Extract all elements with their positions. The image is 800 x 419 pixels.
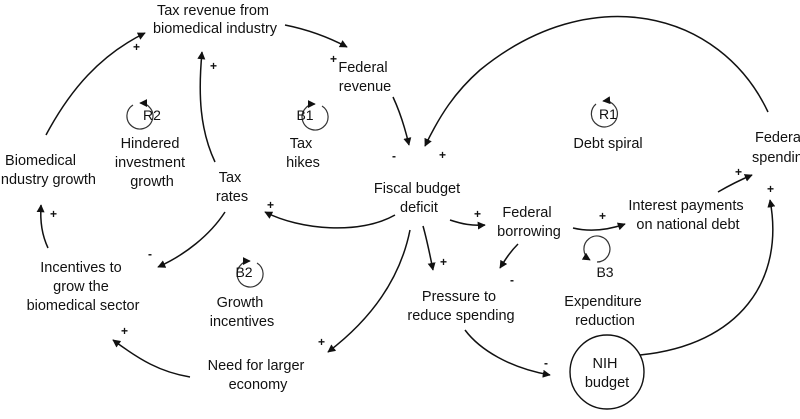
node-tax-revenue: Tax revenue from biomedical industry xyxy=(153,3,278,37)
loop-b3: B3 xyxy=(581,235,614,280)
edge-deficit-to-borrowing xyxy=(449,219,486,230)
sign-need-to-incentives: + xyxy=(121,324,128,338)
loop-markers: R2 B1 R1 B2 B3 xyxy=(126,96,618,288)
sign-incentives-to-growth: + xyxy=(50,207,57,221)
edge-interest-to-spending xyxy=(717,174,753,193)
node-expenditure-reduction: Expenditure reduction xyxy=(564,294,645,329)
node-debt-spiral: Debt spiral xyxy=(573,136,642,152)
edge-deficit-to-rates xyxy=(264,211,396,229)
sign-deficit-to-need: + xyxy=(318,335,325,349)
sign-rates-to-incentives: - xyxy=(148,247,152,261)
loop-b2: B2 xyxy=(235,257,264,288)
loop-b1-label: B1 xyxy=(296,107,313,123)
edge-pressure-to-nih xyxy=(464,329,551,378)
node-pressure: Pressure to reduce spending xyxy=(407,289,514,324)
edge-growth-to-taxrev xyxy=(45,32,146,136)
edges xyxy=(36,15,776,378)
node-tax-hikes: Tax hikes xyxy=(286,136,320,171)
loop-r2-label: R2 xyxy=(143,107,161,123)
node-tax-rates: Tax rates xyxy=(216,170,248,205)
sign-rates-to-taxrev: + xyxy=(210,59,217,73)
edge-incentives-to-growth xyxy=(36,204,49,249)
edge-nih-to-spending xyxy=(639,199,776,356)
edge-rates-to-incentives xyxy=(157,211,226,268)
sign-nih-to-spending: + xyxy=(767,182,774,196)
edge-deficit-to-pressure xyxy=(422,225,436,271)
node-growth-incentives: Growth incentives xyxy=(210,295,274,330)
node-federal-spending: Federal spending xyxy=(752,130,800,166)
sign-deficit-to-rates: + xyxy=(267,198,274,212)
node-biomedical-growth: Biomedical industry growth xyxy=(0,153,96,188)
sign-deficit-to-pressure: + xyxy=(440,255,447,269)
node-incentives: Incentives to grow the biomedical sector xyxy=(27,260,140,314)
edge-fedrev-to-deficit xyxy=(392,96,412,146)
loop-r2: R2 xyxy=(126,99,161,130)
sign-deficit-to-borrowing: + xyxy=(474,207,481,221)
edge-deficit-to-need xyxy=(327,229,411,353)
sign-borrowing-to-pressure: - xyxy=(510,273,514,287)
nih-budget-circle xyxy=(569,334,645,410)
edge-spending-to-deficit xyxy=(424,15,769,147)
sign-pressure-to-nih: - xyxy=(544,356,548,370)
node-federal-revenue: Federal revenue xyxy=(338,60,391,95)
sign-growth-to-taxrev: + xyxy=(133,40,140,54)
sign-borrowing-to-interest: + xyxy=(599,209,606,223)
edge-borrowing-to-interest xyxy=(572,222,626,231)
sign-interest-to-spending: + xyxy=(735,165,742,179)
edge-rates-to-taxrev xyxy=(197,51,216,163)
polarity-signs: + + + - + + - + + + + + + - + + - xyxy=(50,40,774,370)
node-fiscal-deficit: Fiscal budget deficit xyxy=(374,181,464,216)
node-need-larger-economy: Need for larger economy xyxy=(208,358,309,393)
loop-r1-label: R1 xyxy=(599,106,617,122)
node-federal-borrowing: Federal borrowing xyxy=(497,205,561,240)
loop-b1: B1 xyxy=(296,100,329,131)
node-nih-budget: NIH budget xyxy=(569,334,645,410)
loop-b2-label: B2 xyxy=(235,264,252,280)
loop-r1: R1 xyxy=(590,96,618,128)
sign-fedrev-to-deficit: - xyxy=(392,149,396,163)
edge-borrowing-to-pressure xyxy=(499,243,519,269)
nih-budget-label: NIH budget xyxy=(585,356,629,391)
edge-need-to-incentives xyxy=(112,339,191,378)
node-interest-payments: Interest payments on national debt xyxy=(628,198,747,233)
nodes: Tax revenue from biomedical industry Fed… xyxy=(0,3,800,410)
edge-taxrev-to-fedrev xyxy=(284,24,348,48)
sign-spending-to-deficit: + xyxy=(439,148,446,162)
node-hindered-investment: Hindered investment growth xyxy=(115,136,189,190)
loop-b3-label: B3 xyxy=(596,264,613,280)
sign-taxrev-to-fedrev: + xyxy=(330,52,337,66)
